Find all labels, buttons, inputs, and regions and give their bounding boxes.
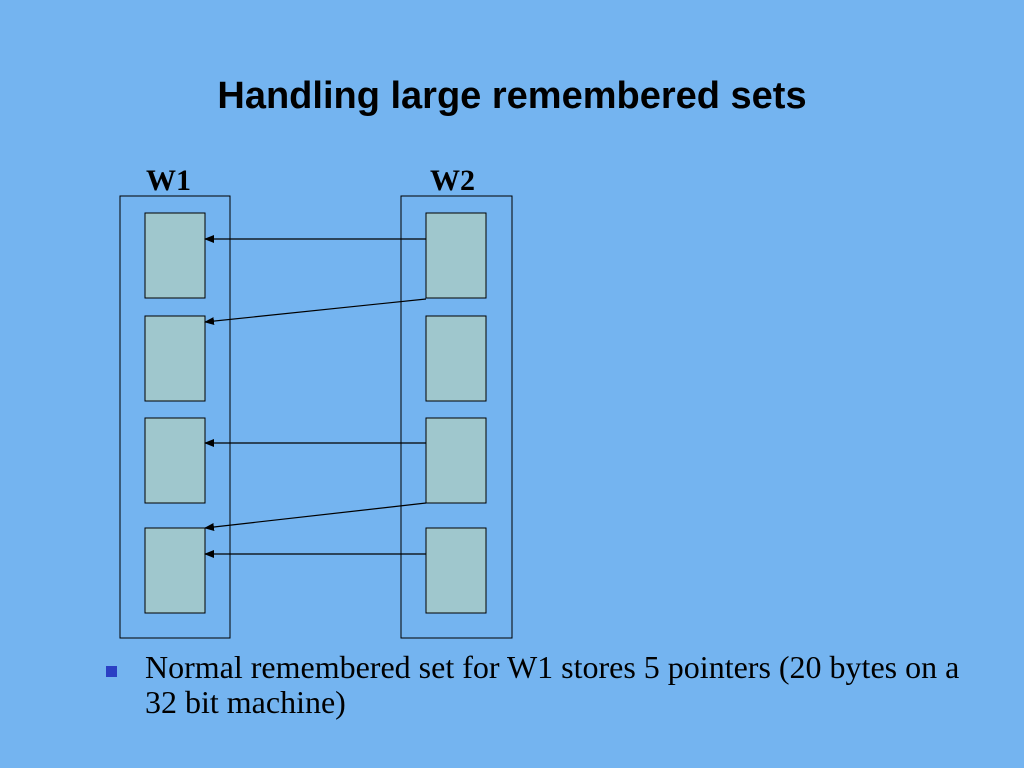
w2-object-2 xyxy=(425,315,487,402)
window-w1-container xyxy=(119,195,231,639)
w2-object-4 xyxy=(425,527,487,614)
window-label-w2: W2 xyxy=(430,164,475,197)
w2-object-3 xyxy=(425,417,487,504)
bullet-item: Normal remembered set for W1 stores 5 po… xyxy=(100,650,960,720)
w1-object-3 xyxy=(144,417,206,504)
w1-object-4 xyxy=(144,527,206,614)
square-bullet-icon xyxy=(106,666,117,677)
w1-object-1 xyxy=(144,212,206,299)
pointer-arrow-4 xyxy=(204,502,427,531)
w2-object-1 xyxy=(425,212,487,299)
w1-object-2 xyxy=(144,315,206,402)
pointer-arrow-2 xyxy=(204,298,427,326)
slide-title: Handling large remembered sets xyxy=(217,75,807,117)
window-w2-container xyxy=(400,195,513,639)
window-label-w1: W1 xyxy=(146,164,191,197)
bullet-text: Normal remembered set for W1 stores 5 po… xyxy=(145,649,960,720)
